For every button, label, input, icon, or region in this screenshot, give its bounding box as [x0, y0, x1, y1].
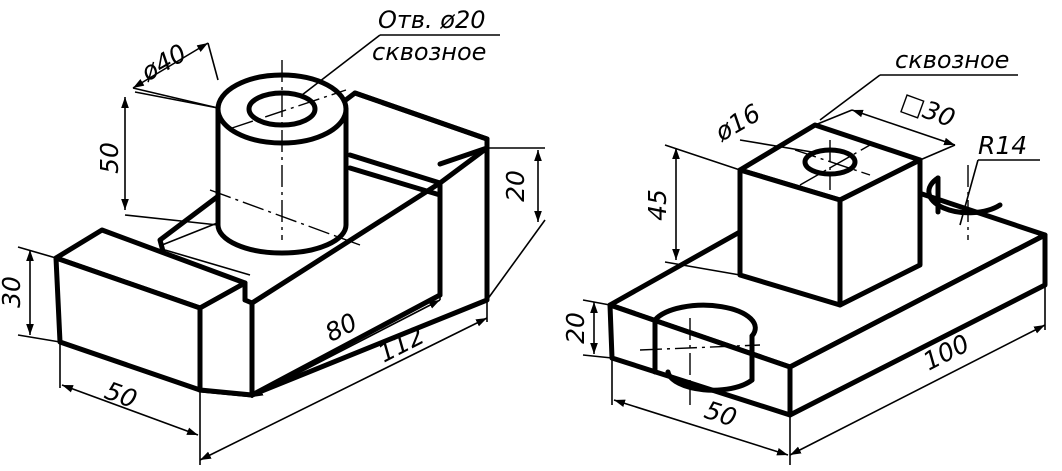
dim-cyl-diameter: ø40: [135, 38, 191, 87]
dim-square: □30: [897, 87, 959, 133]
left-part: 50 ø40 Отв. ø20 сквозное 20 30 50: [0, 6, 546, 465]
dim-radius: R14: [978, 131, 1027, 160]
dim-cyl-height: 50: [95, 142, 124, 174]
dim-base-width: 50: [701, 395, 740, 432]
dim-rear-height: 20: [501, 170, 530, 202]
left-through-label: сквозное: [372, 38, 486, 66]
dim-front-width: 50: [101, 376, 141, 414]
dim-hole-diameter: ø16: [709, 98, 765, 147]
dim-front-height: 30: [0, 276, 26, 308]
right-part: сквозное ø16 □30 R14 45 20 50 10: [561, 46, 1048, 465]
left-hole-label: Отв. ø20: [378, 6, 486, 34]
left-cylinder: [209, 60, 361, 256]
dim-base-height: 20: [561, 312, 590, 344]
right-cube: [737, 122, 923, 308]
dim-cube-height: 45: [643, 189, 672, 221]
right-through-label: сквозное: [895, 46, 1009, 74]
